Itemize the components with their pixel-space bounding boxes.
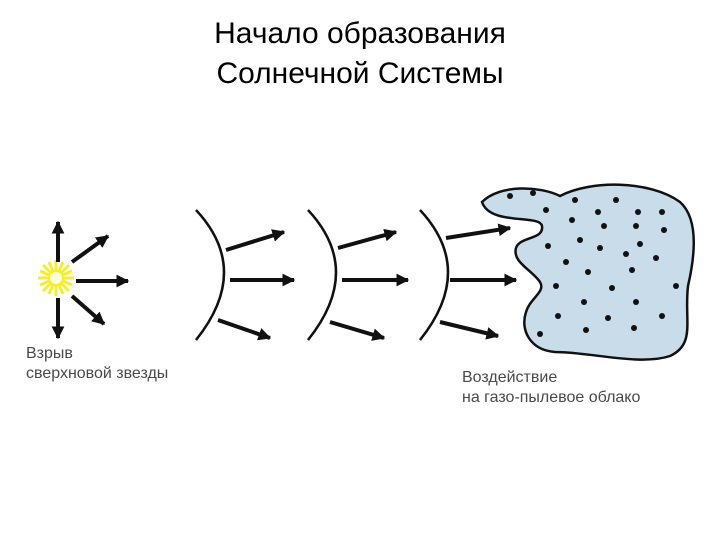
explosion-caption: Взрыв сверхновой звезды: [26, 344, 168, 384]
wave-arrow: [439, 320, 500, 340]
explosion-arrow-down-right: [70, 294, 106, 326]
wave-arrow: [225, 229, 286, 252]
slide-title: Начало образования Солнечной Системы: [0, 14, 720, 94]
supernova-star-icon: [38, 260, 74, 296]
explosion-caption-line-2: сверхновой звезды: [26, 365, 169, 382]
impact-caption: Воздействие на газо-пылевое облако: [462, 368, 640, 408]
wave-arrow: [329, 320, 386, 341]
shock-wave-arc: [195, 209, 226, 341]
explosion-caption-line-1: Взрыв: [26, 345, 73, 362]
wave-arrow: [337, 228, 398, 250]
shock-wave-arc: [419, 209, 450, 341]
shock-wave-2: [307, 209, 410, 341]
impact-caption-line-2: на газо-пылевое облако: [462, 389, 641, 406]
shock-wave-3: [419, 209, 518, 341]
impact-caption-line-1: Воздействие: [462, 369, 558, 386]
shock-wave-arc: [307, 209, 338, 341]
shock-wave-1: [195, 209, 296, 341]
wave-arrow: [445, 223, 512, 240]
wave-arrow: [217, 318, 272, 341]
title-line-2: Солнечной Системы: [216, 57, 504, 90]
gas-dust-cloud: [480, 183, 695, 361]
explosion-arrow-up-right: [70, 234, 110, 264]
title-line-1: Начало образования: [214, 17, 506, 50]
